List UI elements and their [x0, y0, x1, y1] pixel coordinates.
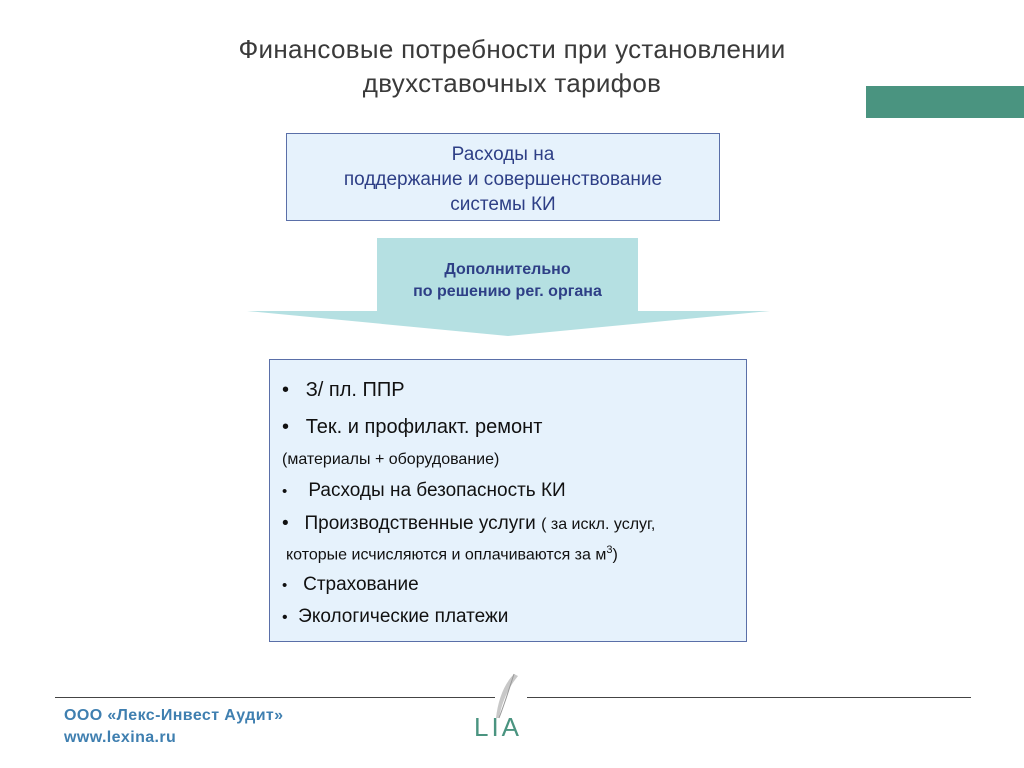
expenses-line-1: Расходы на	[451, 144, 555, 165]
title-line-1: Финансовые потребности при установлении	[238, 34, 786, 64]
logo-text: LIA	[474, 712, 522, 742]
company-info: ООО «Лекс-Инвест Аудит» www.lexina.ru	[64, 705, 283, 749]
list-item-insurance: Страхование	[303, 574, 419, 595]
list-item-security: Расходы на безопасность КИ	[308, 480, 566, 501]
services-continuation: которые исчисляются и оплачиваются за м	[286, 546, 607, 564]
accent-bar	[866, 86, 1024, 118]
footer-divider-right	[527, 697, 971, 698]
bullet: •	[282, 483, 288, 500]
company-website[interactable]: www.lexina.ru	[64, 729, 177, 746]
expense-list-box: • З/ пл. ППР • Тек. и профилакт. ремонт …	[269, 359, 747, 642]
expenses-box: Расходы на поддержание и совершенствован…	[286, 133, 720, 221]
list-item: • Расходы на безопасность КИ	[282, 480, 566, 502]
repair-note: (материалы + оборудование)	[282, 451, 500, 468]
footer-divider-left	[55, 697, 495, 698]
expenses-line-3: системы КИ	[450, 194, 556, 215]
arrow-line-1: Дополнительно	[444, 261, 571, 278]
title-line-2: двухставочных тарифов	[362, 68, 662, 98]
services-close: )	[612, 546, 618, 564]
list-item: • Производственные услуги ( за искл. усл…	[282, 513, 655, 535]
bullet: •	[282, 379, 290, 401]
down-arrow-shape	[247, 238, 770, 336]
list-item-continuation: которые исчисляются и оплачиваются за м3…	[286, 544, 618, 564]
company-name: ООО «Лекс-Инвест Аудит»	[64, 707, 284, 724]
slide-title: Финансовые потребности при установлении …	[140, 32, 884, 100]
services-note: ( за искл. услуг,	[541, 516, 656, 533]
bullet: •	[282, 609, 288, 626]
list-item: • Тек. и профилакт. ремонт	[282, 416, 542, 439]
list-item-ecology: Экологические платежи	[298, 606, 509, 627]
arrow-label: Дополнительно по решению рег. органа	[377, 259, 638, 303]
arrow-line-2: по решению рег. органа	[413, 283, 602, 300]
bullet: •	[282, 416, 290, 438]
list-item-salary: З/ пл. ППР	[305, 379, 405, 401]
lia-logo: LIA	[474, 673, 522, 742]
list-item-services: Производственные услуги	[304, 513, 536, 534]
list-item: • Страхование	[282, 574, 419, 596]
bullet: •	[282, 513, 289, 534]
list-item: • З/ пл. ППР	[282, 379, 405, 402]
list-item-repair: Тек. и профилакт. ремонт	[305, 416, 543, 438]
expenses-line-2: поддержание и совершенствование	[343, 169, 663, 190]
bullet: •	[282, 577, 288, 594]
list-item: • Экологические платежи	[282, 606, 508, 628]
superscript-3: 3	[606, 544, 613, 556]
list-item-note: (материалы + оборудование)	[282, 451, 499, 469]
